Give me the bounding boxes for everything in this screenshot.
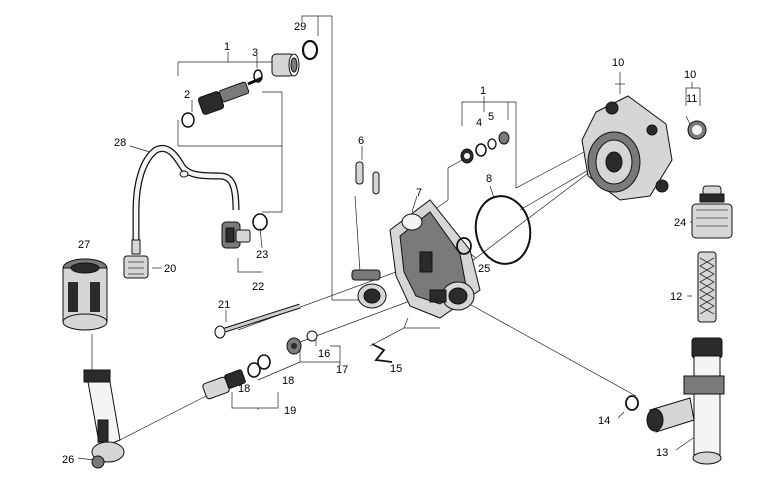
callout-10a: 10 — [612, 57, 624, 69]
o-ring-14 — [625, 395, 639, 411]
callout-3: 3 — [252, 47, 258, 59]
suction-tube-26 — [83, 369, 125, 469]
valve-19 — [202, 369, 246, 400]
parts-16 — [286, 330, 318, 355]
callout-24: 24 — [674, 217, 686, 229]
ring-2 — [181, 112, 195, 128]
strainer-20 — [123, 239, 149, 279]
o-ring-18a — [247, 362, 261, 378]
callout-18a: 18 — [238, 383, 250, 395]
callout-4: 4 — [476, 117, 482, 129]
ring-3 — [253, 69, 263, 83]
filter-12 — [697, 251, 717, 323]
callout-7: 7 — [416, 187, 422, 199]
callout-23: 23 — [256, 249, 268, 261]
coupling-24 — [691, 185, 733, 239]
valve-cartridge — [197, 76, 263, 115]
o-ring-18b — [257, 354, 271, 370]
callout-1a: 1 — [224, 41, 230, 53]
pump-head-10 — [581, 95, 673, 201]
callout-21: 21 — [218, 299, 230, 311]
inlet-fitting — [351, 269, 387, 309]
part-3-sleeve — [271, 53, 300, 77]
o-ring-29 — [301, 39, 319, 61]
o-ring-8 — [474, 195, 532, 265]
callout-25: 25 — [478, 263, 490, 275]
callout-2: 2 — [184, 89, 190, 101]
callout-11: 11 — [686, 93, 697, 105]
clip-15 — [371, 343, 393, 363]
callout-27: 27 — [78, 239, 90, 251]
o-ring-25 — [456, 237, 472, 255]
hose-28 — [132, 145, 240, 240]
filter-housing-13 — [646, 337, 725, 465]
bolt-21 — [214, 303, 301, 339]
callout-18b: 18 — [282, 375, 294, 387]
callout-20: 20 — [164, 263, 176, 275]
callout-19: 19 — [284, 405, 296, 417]
callout-15: 15 — [390, 363, 402, 375]
valve-set-right — [460, 131, 510, 164]
seal-11 — [687, 120, 707, 140]
callout-5: 5 — [488, 111, 494, 123]
callout-28: 28 — [114, 137, 126, 149]
o-ring-23 — [252, 213, 268, 231]
callout-26: 26 — [62, 454, 74, 466]
callout-16: 16 — [318, 348, 330, 360]
callout-1b: 1 — [480, 85, 486, 97]
elbow-connector-22 — [221, 221, 251, 249]
callout-8: 8 — [486, 173, 492, 185]
callout-29: 29 — [294, 21, 306, 33]
callout-12: 12 — [670, 291, 682, 303]
callout-6: 6 — [358, 135, 364, 147]
callout-10b: 10 — [684, 69, 696, 81]
pins-6 — [355, 161, 380, 195]
callout-22: 22 — [252, 281, 264, 293]
callout-labels: 1 2 3 29 28 27 20 23 22 21 6 7 1 4 5 8 2… — [62, 21, 697, 466]
callout-13: 13 — [656, 447, 668, 459]
callout-14: 14 — [598, 415, 610, 427]
leader-lines — [77, 15, 701, 461]
cap-27 — [62, 258, 108, 331]
callout-17: 17 — [336, 364, 348, 376]
pump-housing-7 — [389, 199, 481, 319]
